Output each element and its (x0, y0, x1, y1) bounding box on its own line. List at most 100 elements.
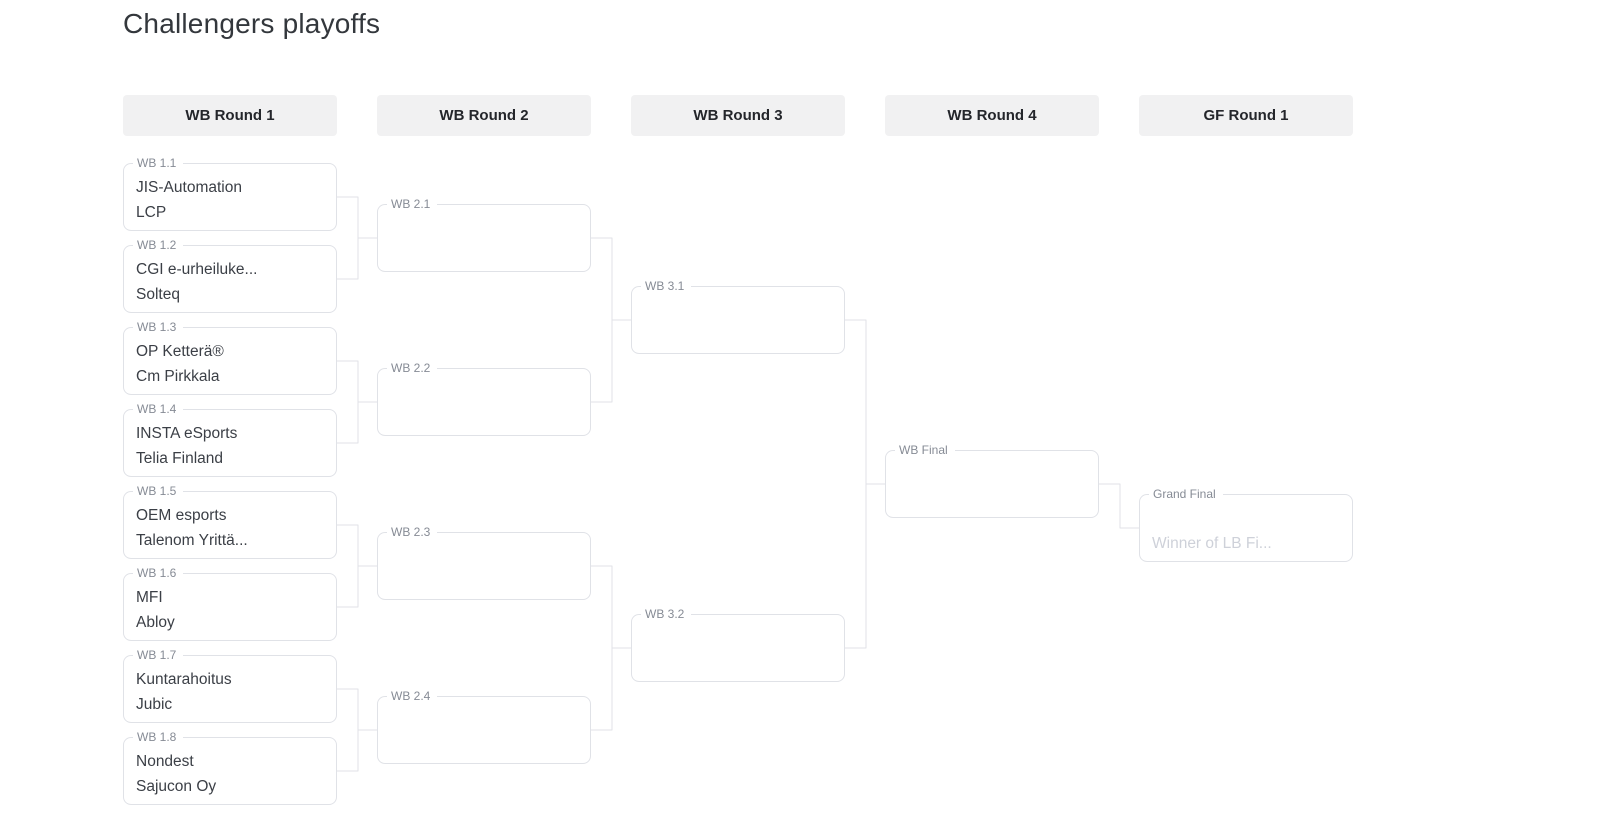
match-wb-3-1[interactable]: WB 3.1 (631, 278, 845, 354)
match-label: WB 1.7 (133, 647, 184, 664)
connector-wb-3-1-to-wb-final (845, 319, 885, 485)
round-header-wb-round-2: WB Round 2 (377, 95, 591, 136)
match-wb-2-1[interactable]: WB 2.1 (377, 196, 591, 272)
participant-list (378, 369, 590, 430)
participant-name: Nondest (136, 753, 194, 770)
participant-name (644, 323, 832, 348)
participant-name (390, 216, 578, 241)
match-label: WB 2.2 (387, 360, 438, 377)
participant-name (644, 298, 832, 323)
match-label: WB 1.2 (133, 237, 184, 254)
match-label: WB 1.4 (133, 401, 184, 418)
participant-name: Sajucon Oy (136, 778, 217, 795)
match-label: WB 1.3 (133, 319, 184, 336)
participant-list (632, 287, 844, 348)
participant-name (644, 626, 832, 651)
participant-name: OP Ketterä® (136, 343, 224, 360)
participant-list: Winner of LB Fi... (1140, 495, 1352, 556)
connector-wb-2-3-to-wb-3-2 (591, 565, 631, 649)
participant-name: Jubic (136, 696, 173, 713)
participant-list: OP Ketterä® Cm Pirkkala (124, 328, 336, 389)
participant-list (378, 205, 590, 266)
match-label: WB 1.1 (133, 155, 184, 172)
participant-name: LCP (136, 204, 167, 221)
connector-wb-1-3-to-wb-2-2 (337, 360, 377, 403)
participant-name (898, 462, 1086, 487)
match-wb-1-3[interactable]: WB 1.3 OP Ketterä® Cm Pirkkala (123, 319, 337, 395)
match-label: WB 1.5 (133, 483, 184, 500)
match-wb-3-2[interactable]: WB 3.2 (631, 606, 845, 682)
participant-name: Telia Finland (136, 450, 224, 467)
match-label: WB 3.1 (641, 278, 692, 295)
match-label: WB 2.3 (387, 524, 438, 541)
match-label: WB Final (895, 442, 955, 459)
participant-name: CGI e-urheiluke... (136, 261, 258, 278)
participant-name (1152, 506, 1340, 531)
participant-name (390, 733, 578, 758)
participant-name (644, 651, 832, 676)
match-label: WB 1.8 (133, 729, 184, 746)
participant-name (390, 569, 578, 594)
participant-name (390, 708, 578, 733)
match-label: WB 3.2 (641, 606, 692, 623)
participant-list (378, 697, 590, 758)
participant-name: JIS-Automation (136, 179, 242, 196)
connector-wb-1-4-to-wb-2-2 (337, 401, 377, 444)
connector-wb-2-4-to-wb-3-2 (591, 647, 631, 731)
match-label: Grand Final (1149, 486, 1223, 503)
match-label: WB 2.4 (387, 688, 438, 705)
participant-name: Abloy (136, 614, 175, 631)
participant-name: Cm Pirkkala (136, 368, 220, 385)
match-label: WB 1.6 (133, 565, 184, 582)
participant-name: OEM esports (136, 507, 227, 524)
participant-name: Talenom Yrittä... (136, 532, 248, 549)
participant-name (390, 405, 578, 430)
connector-wb-1-1-to-wb-2-1 (337, 196, 377, 239)
participant-list: CGI e-urheiluke... Solteq (124, 246, 336, 307)
participant-name (898, 487, 1086, 512)
participant-list: MFI Abloy (124, 574, 336, 635)
participant-name: Solteq (136, 286, 180, 303)
participant-name (390, 544, 578, 569)
connector-wb-final-to-grand-final (1099, 483, 1139, 529)
participant-name: INSTA eSports (136, 425, 238, 442)
round-header-wb-round-1: WB Round 1 (123, 95, 337, 136)
match-wb-final[interactable]: WB Final (885, 442, 1099, 518)
participant-name (390, 241, 578, 266)
round-header-gf-round-1: GF Round 1 (1139, 95, 1353, 136)
page-title: Challengers playoffs (123, 8, 381, 39)
match-wb-2-3[interactable]: WB 2.3 (377, 524, 591, 600)
connector-wb-2-1-to-wb-3-1 (591, 237, 631, 321)
connector-wb-1-7-to-wb-2-4 (337, 688, 377, 731)
match-label: WB 2.1 (387, 196, 438, 213)
connector-wb-3-2-to-wb-final (845, 483, 885, 649)
match-wb-2-4[interactable]: WB 2.4 (377, 688, 591, 764)
participant-name: Kuntarahoitus (136, 671, 232, 688)
participant-name: Winner of LB Fi... (1152, 535, 1272, 552)
connector-wb-1-8-to-wb-2-4 (337, 729, 377, 772)
round-header-wb-round-3: WB Round 3 (631, 95, 845, 136)
connector-wb-2-2-to-wb-3-1 (591, 319, 631, 403)
round-header-wb-round-4: WB Round 4 (885, 95, 1099, 136)
match-wb-2-2[interactable]: WB 2.2 (377, 360, 591, 436)
connector-wb-1-2-to-wb-2-1 (337, 237, 377, 280)
participant-list (378, 533, 590, 594)
connector-wb-1-5-to-wb-2-3 (337, 524, 377, 567)
participant-list (632, 615, 844, 676)
participant-name: MFI (136, 589, 163, 606)
participant-list (886, 451, 1098, 512)
